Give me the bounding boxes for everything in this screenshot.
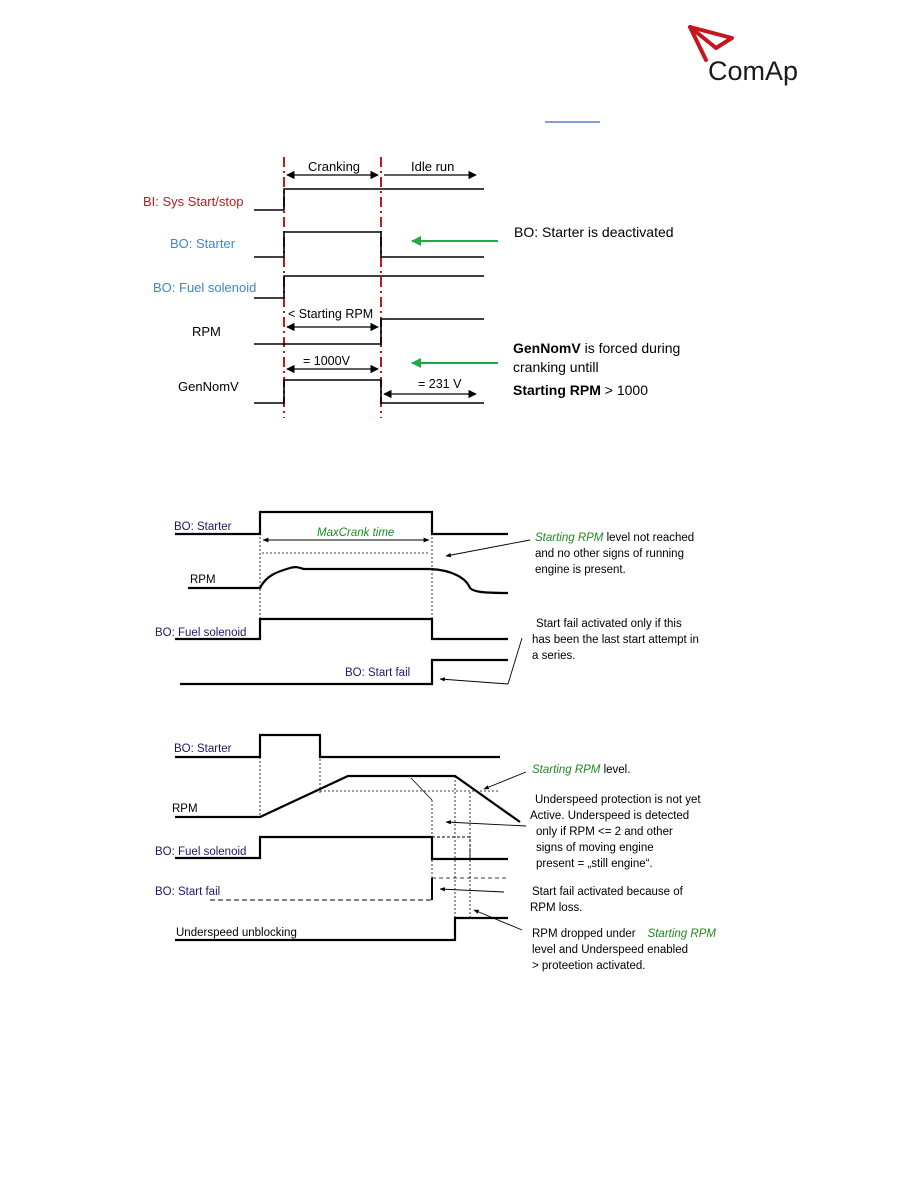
d2-fuel-signal bbox=[175, 617, 508, 641]
d1-rpm-signal bbox=[254, 318, 484, 345]
d2-note1-pointer bbox=[445, 539, 531, 558]
d1-fuel-signal bbox=[254, 275, 484, 299]
d2-note1-line1: Starting RPM level not reached bbox=[535, 532, 694, 544]
d1-idle-label: Idle run bbox=[411, 159, 454, 174]
comap-logo-mark-icon bbox=[688, 25, 734, 62]
d3-note1: Starting RPM level. bbox=[532, 764, 630, 776]
d1-1000v-label: = 1000V bbox=[303, 354, 351, 368]
d3-bo-starter-label: BO: Starter bbox=[174, 743, 232, 755]
d3-bo-startfail-label: BO: Start fail bbox=[155, 886, 220, 898]
d2-starter-signal bbox=[175, 510, 508, 536]
d1-cranking-label: Cranking bbox=[308, 159, 360, 174]
d3-note2-line3: only if RPM <= 2 and other bbox=[536, 826, 673, 838]
d3-bo-fuel-label: BO: Fuel solenoid bbox=[155, 846, 246, 858]
d2-bo-starter-label: BO: Starter bbox=[174, 521, 232, 533]
comap-logo-text: ComAp bbox=[708, 56, 798, 86]
d2-bo-startfail-label: BO: Start fail bbox=[345, 667, 410, 679]
d2-startfail-signal bbox=[180, 658, 508, 686]
d3-underspeed-signal bbox=[175, 916, 508, 942]
d2-rpm-signal bbox=[188, 566, 509, 595]
d3-note4-line2: level and Underspeed enabled bbox=[532, 944, 688, 956]
d3-starter-signal bbox=[175, 733, 500, 759]
d1-note-gennomv-3: Starting RPM > 1000 bbox=[513, 382, 648, 398]
d1-bo-fuel-label: BO: Fuel solenoid bbox=[153, 280, 256, 295]
d1-rpm-label: RPM bbox=[192, 324, 221, 339]
d1-lt-starting-rpm: < Starting RPM bbox=[288, 307, 373, 321]
d3-underspeed-label: Underspeed unblocking bbox=[176, 927, 297, 939]
d2-maxcrank-label: MaxCrank time bbox=[317, 527, 394, 539]
diagram-1-start-sequence: Cranking Idle run BI: Sys Start/stop BO:… bbox=[143, 157, 680, 418]
d3-note2-pointer bbox=[445, 820, 527, 827]
d3-note4-line3: > proteetion activated. bbox=[532, 960, 645, 972]
d2-note2-pointer-h bbox=[439, 677, 509, 685]
d1-231v-label: = 231 V bbox=[418, 377, 462, 391]
d3-note3-line2: RPM loss. bbox=[530, 902, 582, 914]
d2-note2-line2: has been the last start attempt in bbox=[532, 634, 699, 646]
d2-note1-line2: and no other signs of running bbox=[535, 548, 684, 560]
d3-note3-line1: Start fail activated because of bbox=[532, 886, 684, 898]
d1-bi-sys-label: BI: Sys Start/stop bbox=[143, 194, 243, 209]
d3-rpm-signal bbox=[175, 774, 521, 823]
d1-gennomv-label: GenNomV bbox=[178, 379, 239, 394]
d3-rpm-label: RPM bbox=[172, 803, 198, 815]
d1-sys-start-signal bbox=[254, 188, 484, 211]
d3-note2-line2: Active. Underspeed is detected bbox=[530, 810, 689, 822]
d3-note3-pointer bbox=[439, 887, 505, 893]
d3-note2-line5: present = „still engine“. bbox=[536, 858, 653, 870]
diagram-2-start-fail: BO: Starter MaxCrank time RPM BO: Fuel s… bbox=[155, 510, 699, 686]
d1-starter-signal bbox=[254, 231, 484, 258]
d3-fuel-dashed-extension bbox=[432, 836, 471, 859]
d3-note4-pointer bbox=[473, 909, 523, 931]
d3-note2-line4: signs of moving engine bbox=[536, 842, 654, 854]
d3-diag-guide bbox=[410, 777, 433, 801]
d1-note-gennomv-1: GenNomV is forced during bbox=[513, 340, 680, 356]
d2-rpm-label: RPM bbox=[190, 574, 216, 586]
d1-note-gennomv-2: cranking untill bbox=[513, 359, 599, 375]
d1-bo-starter-label: BO: Starter bbox=[170, 236, 236, 251]
d2-bo-fuel-label: BO: Fuel solenoid bbox=[155, 627, 246, 639]
d2-note2-line1: Start fail activated only if this bbox=[536, 618, 682, 630]
d3-note1-pointer bbox=[483, 771, 527, 790]
d1-note-starter: BO: Starter is deactivated bbox=[514, 224, 674, 240]
comap-logo: ComAp bbox=[688, 25, 798, 86]
d1-gennomv-signal bbox=[254, 379, 484, 404]
diagram-3-underspeed: BO: Starter RPM BO: Fuel solenoid BO: St… bbox=[155, 733, 716, 972]
d3-note2-line1: Underspeed protection is not yet bbox=[535, 794, 701, 806]
d2-note2-line3: a series. bbox=[532, 650, 575, 662]
d2-note2-pointer-v bbox=[507, 637, 523, 685]
d2-note1-line3: engine is present. bbox=[535, 564, 626, 576]
